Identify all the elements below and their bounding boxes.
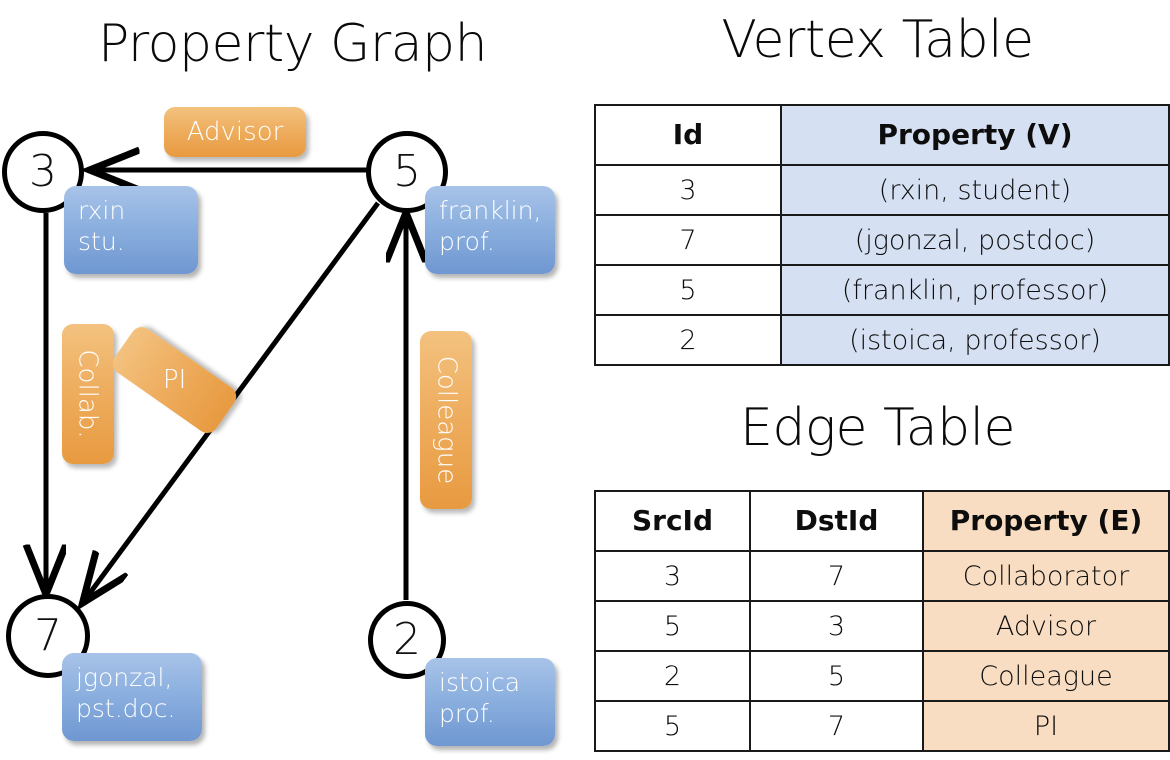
- node-property-box-2-line1: istoica: [439, 668, 521, 697]
- vertex-cell-id: 3: [594, 164, 782, 216]
- node-property-box-5[interactable]: franklin, prof.: [425, 186, 555, 274]
- node-property-box-7-line2: pst.doc.: [76, 693, 176, 723]
- edge-table-header-property: Property (E): [922, 490, 1170, 552]
- node-property-box-5-line2: prof.: [439, 226, 495, 256]
- vertex-table-header-row: Id Property (V): [594, 104, 1170, 166]
- edge-cell-dstid: 3: [749, 600, 924, 652]
- table-row[interactable]: 7 (jgonzal, postdoc): [594, 214, 1170, 266]
- page-title-property-graph: Property Graph: [97, 14, 488, 74]
- edge-cell-srcid: 5: [594, 700, 751, 752]
- graph-node-2[interactable]: 2: [368, 601, 446, 679]
- edge-table-header-row: SrcId DstId Property (E): [594, 490, 1170, 552]
- edge-cell-property: Colleague: [922, 650, 1170, 702]
- edge-label-colleague[interactable]: Colleague: [420, 331, 472, 509]
- edge-cell-srcid: 5: [594, 600, 751, 652]
- edge-cell-property: Advisor: [922, 600, 1170, 652]
- edge-cell-srcid: 3: [594, 550, 751, 602]
- edge-cell-dstid: 7: [749, 550, 924, 602]
- table-row[interactable]: 5 3 Advisor: [594, 600, 1170, 652]
- edge-cell-srcid: 2: [594, 650, 751, 702]
- page-title-edge-table: Edge Table: [739, 398, 1016, 458]
- table-row[interactable]: 2 5 Colleague: [594, 650, 1170, 702]
- vertex-cell-id: 2: [594, 314, 782, 366]
- edge-label-colleague-text: Colleague: [431, 355, 462, 485]
- edge-table-header-srcid: SrcId: [594, 490, 751, 552]
- node-property-box-2[interactable]: istoica prof.: [425, 658, 555, 746]
- edge-table-header-dstid: DstId: [749, 490, 924, 552]
- vertex-cell-id: 5: [594, 264, 782, 316]
- edge-label-collab[interactable]: Collab.: [62, 324, 114, 464]
- edge-cell-property: PI: [922, 700, 1170, 752]
- page-title-vertex-table: Vertex Table: [721, 10, 1034, 70]
- table-row[interactable]: 3 7 Collaborator: [594, 550, 1170, 602]
- edge-label-pi-text: PI: [162, 365, 187, 396]
- vertex-cell-id: 7: [594, 214, 782, 266]
- table-row[interactable]: 3 (rxin, student): [594, 164, 1170, 216]
- node-property-box-7-line1: jgonzal,: [76, 663, 173, 692]
- edge-cell-property: Collaborator: [922, 550, 1170, 602]
- vertex-cell-property: (franklin, professor): [780, 264, 1170, 316]
- node-property-box-2-line2: prof.: [439, 698, 495, 728]
- vertex-table: Id Property (V) 3 (rxin, student) 7 (jgo…: [594, 104, 1170, 366]
- vertex-cell-property: (jgonzal, postdoc): [780, 214, 1170, 266]
- edge-cell-dstid: 5: [749, 650, 924, 702]
- graph-node-2-id: 2: [393, 614, 421, 665]
- table-row[interactable]: 5 7 PI: [594, 700, 1170, 752]
- table-row[interactable]: 5 (franklin, professor): [594, 264, 1170, 316]
- graph-node-5-id: 5: [393, 146, 421, 197]
- node-property-box-7[interactable]: jgonzal, pst.doc.: [62, 653, 202, 741]
- table-row[interactable]: 2 (istoica, professor): [594, 314, 1170, 366]
- node-property-box-3-line1: rxin: [78, 196, 126, 225]
- vertex-table-header-property: Property (V): [780, 104, 1170, 166]
- node-property-box-5-line1: franklin,: [439, 196, 542, 225]
- vertex-table-header-id: Id: [594, 104, 782, 166]
- node-property-box-3-line2: stu.: [78, 226, 125, 256]
- vertex-cell-property: (istoica, professor): [780, 314, 1170, 366]
- graph-node-3-id: 3: [29, 146, 57, 197]
- vertex-cell-property: (rxin, student): [780, 164, 1170, 216]
- edge-cell-dstid: 7: [749, 700, 924, 752]
- node-property-box-3[interactable]: rxin stu.: [64, 186, 198, 274]
- property-graph-diagram: 3 5 7 2 rxin stu. franklin, prof. jgonza…: [2, 107, 555, 746]
- edge-label-advisor-text: Advisor: [186, 117, 284, 147]
- graph-node-7-id: 7: [34, 610, 62, 661]
- edge-label-collab-text: Collab.: [73, 349, 103, 439]
- edge-table: SrcId DstId Property (E) 3 7 Collaborato…: [594, 490, 1170, 752]
- edge-label-advisor[interactable]: Advisor: [164, 107, 306, 157]
